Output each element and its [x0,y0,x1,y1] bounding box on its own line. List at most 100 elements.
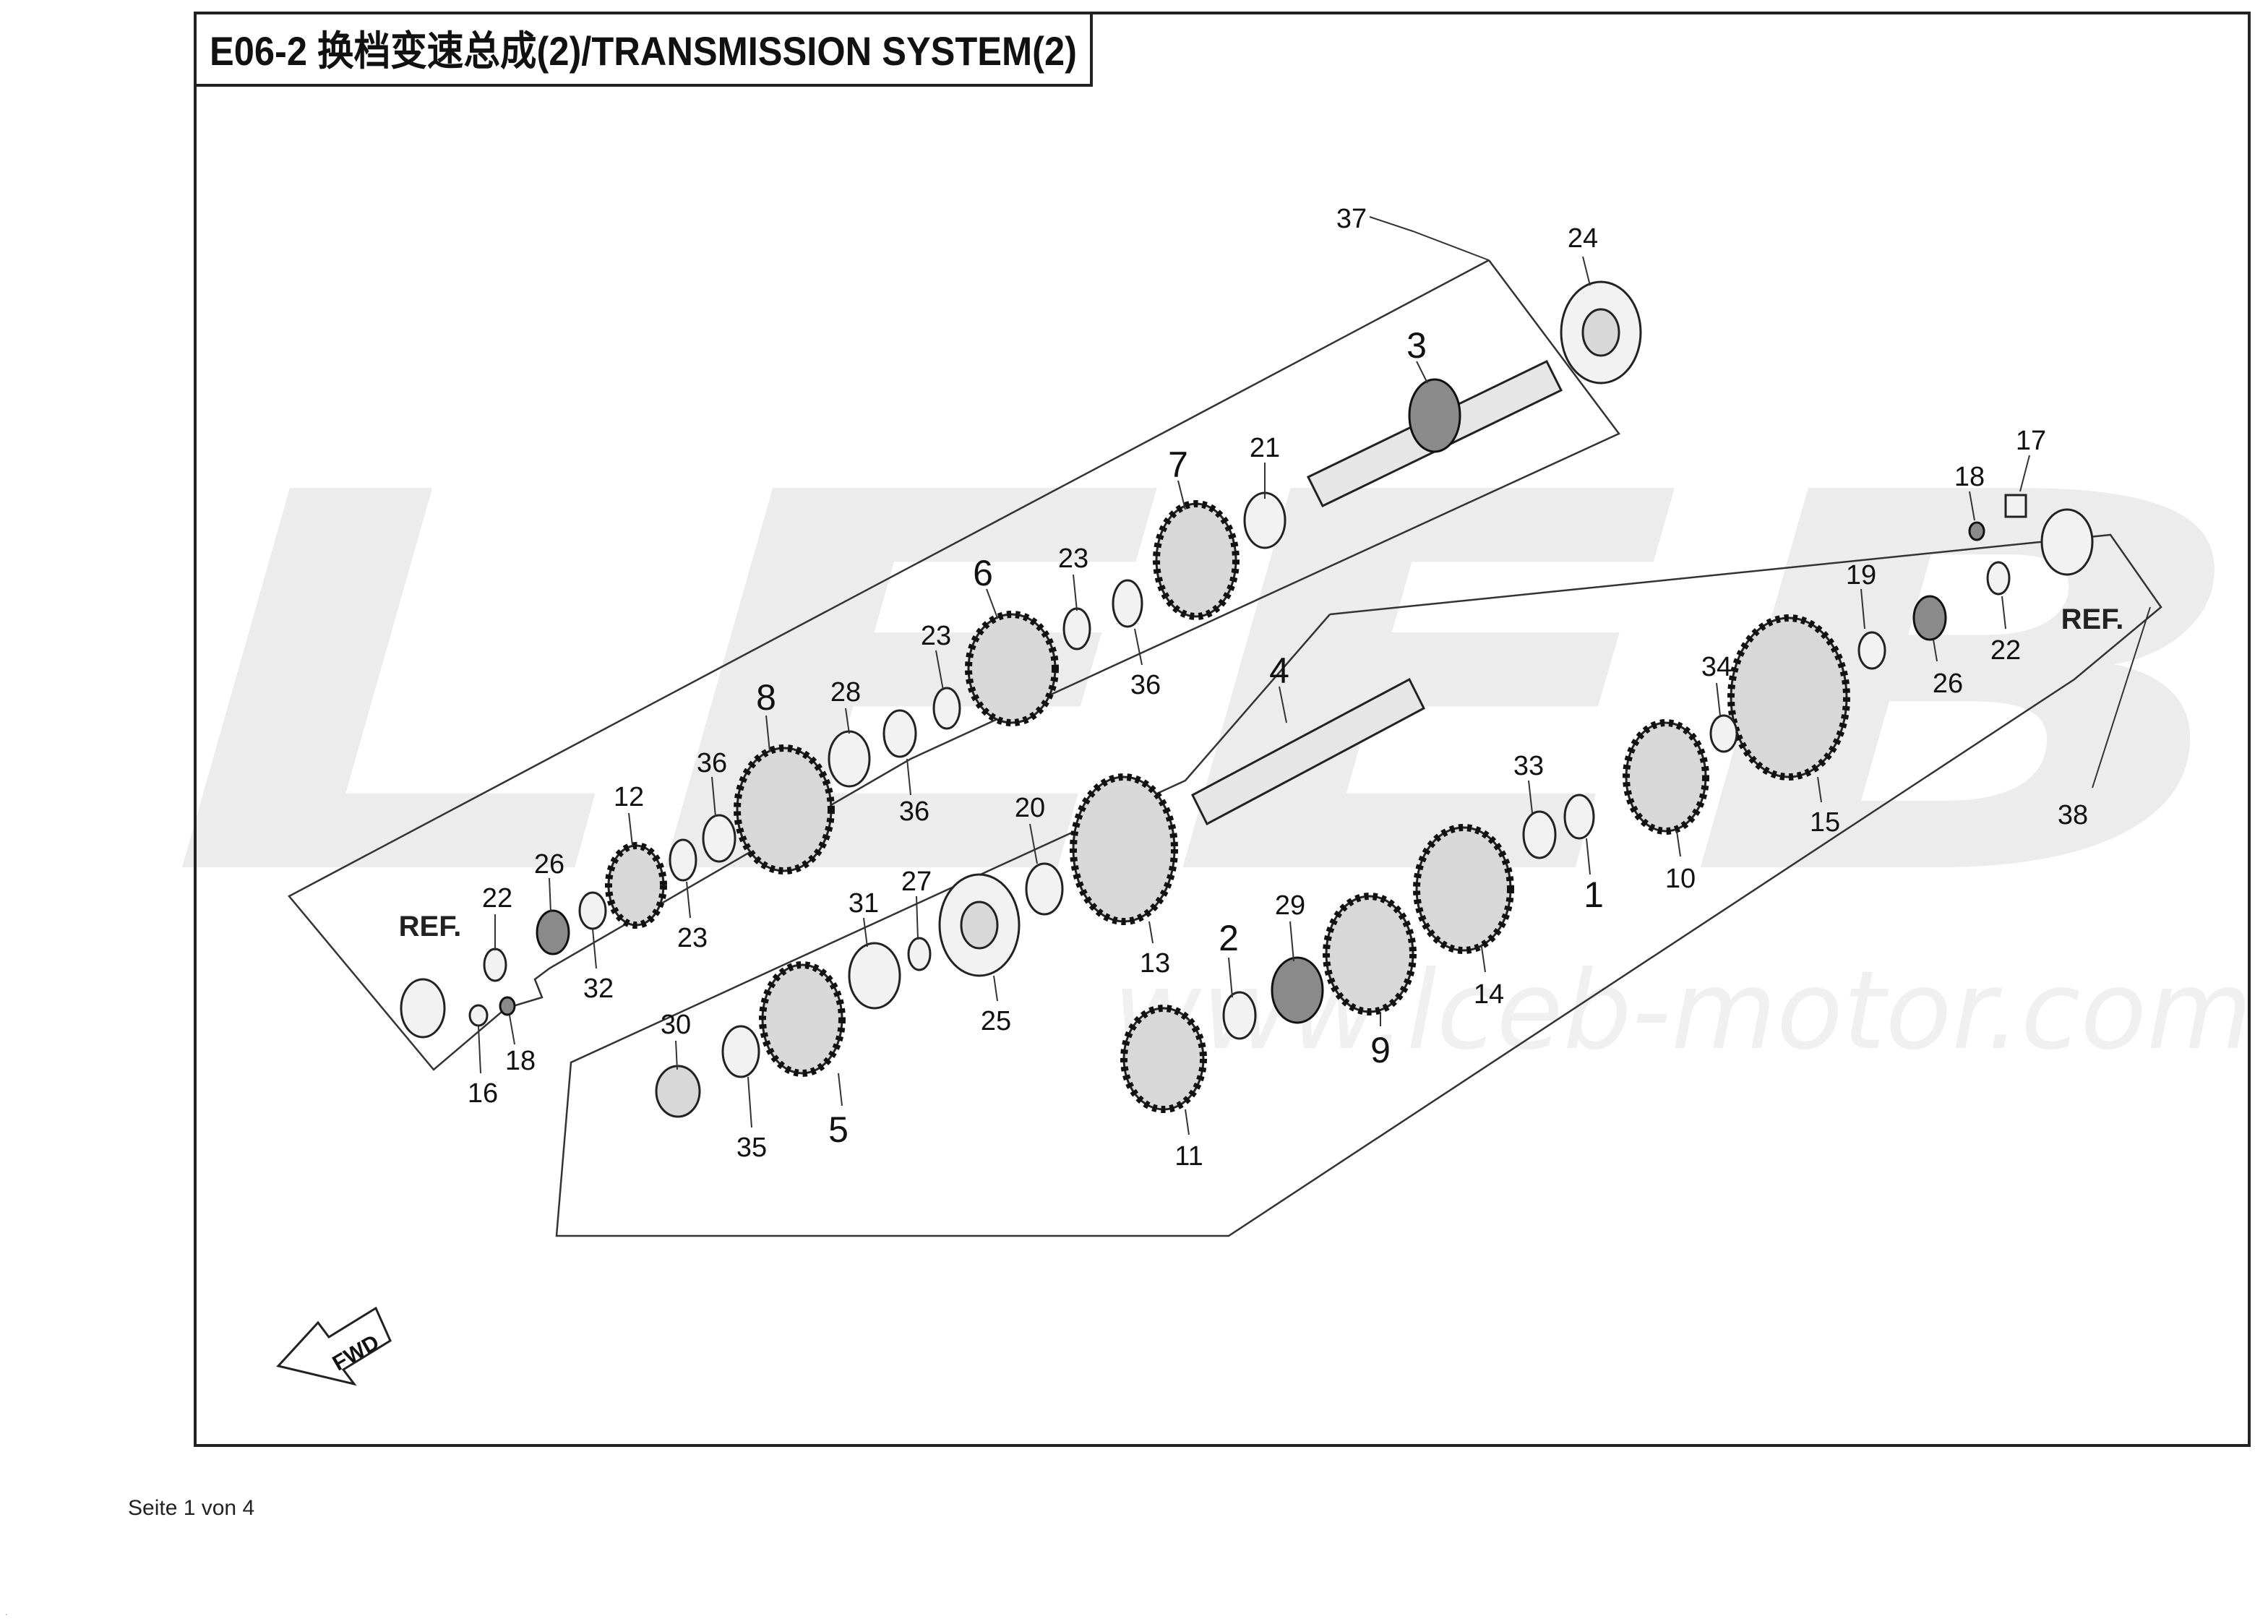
callout-32: 32 [583,974,614,1004]
leader-lines [478,216,2151,1135]
callout-20: 20 [1015,793,1045,823]
needle-bearing-26-b [1912,595,1947,641]
callout-38: 38 [2058,800,2088,830]
leader-20 [1029,823,1038,864]
callout-23-c: 23 [677,923,708,953]
collar-31 [848,942,901,1010]
gear-13-teeth [1070,773,1178,925]
callout-10: 10 [1665,864,1696,894]
washer-16 [468,1004,489,1027]
leader-26a [549,877,551,913]
callout-22-a: 22 [482,883,512,914]
leader-8 [765,715,770,752]
callout-30: 30 [661,1010,691,1040]
leader-24 [1582,256,1591,286]
leader-25 [993,975,998,1002]
washer-20 [1025,862,1064,916]
callout-22-b: 22 [1990,635,2021,666]
leader-38 [2092,606,2151,789]
washer-36-c [702,814,736,863]
leader-26b [1933,639,1938,662]
leader-4 [1279,686,1287,723]
leader-35 [747,1076,752,1128]
plate-17 [2004,494,2027,518]
leader-37 [1369,216,1490,261]
callout-31: 31 [849,888,879,919]
callout-34: 34 [1701,652,1732,682]
callout-28: 28 [830,677,861,708]
callout-36-c: 36 [697,748,727,778]
callout-11: 11 [1174,1141,1203,1172]
callout-35: 35 [736,1133,767,1163]
leader-30 [675,1040,678,1070]
callout-12: 12 [614,782,644,812]
leader-15 [1817,776,1822,803]
callout-7: 7 [1168,444,1188,485]
callout-33: 33 [1513,751,1544,781]
leader-2 [1228,957,1233,998]
circlip-23-c [669,838,697,882]
gear-11-teeth [1120,1005,1207,1113]
callout-6: 6 [973,553,993,593]
callout-4: 4 [1269,650,1289,691]
callout-2: 2 [1219,918,1239,958]
bearing-25-inner [960,901,999,950]
title-box [194,12,1093,87]
circlip-27 [907,937,932,971]
title-block: E06-2 换档变速总成(2)/TRANSMISSION SYSTEM(2) [194,12,1093,87]
countershaft [1191,677,1425,826]
callout-18-a: 18 [505,1046,536,1076]
circlip-22-a [483,948,507,982]
bushing-21 [1243,491,1287,549]
leader-36c [711,776,716,817]
washer-35 [721,1025,760,1078]
gear-9-teeth [1323,893,1417,1015]
callout-37: 37 [1336,204,1367,234]
gear-3 [1408,378,1461,453]
bolt-18-a [499,996,516,1016]
callout-18-b: 18 [1954,462,1985,492]
main-shaft-parts [400,280,1642,1039]
leader-23b [935,650,944,691]
leader-11 [1185,1109,1190,1135]
leader-22b [2001,596,2006,630]
leader-10 [1676,830,1681,857]
leader-23a [1073,574,1078,611]
washer-19 [1857,631,1886,670]
leader-33 [1528,780,1533,814]
callout-15: 15 [1810,807,1840,838]
callout-23-a: 23 [1058,544,1088,574]
leader-3 [1416,361,1428,384]
leader-1 [1586,838,1591,875]
countershaft-parts [655,494,2094,1118]
leader-19 [1860,588,1865,630]
callout-labels: 37 24 3 21 7 23 6 23 36 8 28 36 36 12 26… [468,204,2088,1172]
callout-19: 19 [1846,560,1876,590]
ref-label-left: REF. [399,911,462,942]
leader-13 [1148,921,1154,944]
callout-26-a: 26 [534,849,564,880]
bushing-29 [1271,956,1324,1024]
callout-27: 27 [901,867,932,897]
seal-ref-left [400,978,446,1039]
leader-28 [845,708,850,734]
callout-29: 29 [1275,890,1305,921]
needle-bearing-26-a [536,909,570,955]
fwd-arrow-icon [276,1306,392,1386]
callout-23-b: 23 [921,621,951,651]
sprocket-5-teeth [759,961,846,1077]
callout-21: 21 [1250,433,1280,463]
circlip-23-a [1062,607,1091,650]
washer-34 [1709,714,1738,753]
washer-2 [1222,991,1257,1040]
ref-label-right: REF. [2061,603,2124,635]
main-shaft-assembly-outline [288,259,1620,1071]
callout-24: 24 [1568,223,1598,254]
leader-12 [628,812,633,846]
leader-7 [1177,480,1186,510]
leader-29 [1289,921,1294,962]
callout-8: 8 [756,677,776,718]
gear-14-teeth [1413,824,1514,954]
page-title: E06-2 换档变速总成(2)/TRANSMISSION SYSTEM(2) [210,28,1077,74]
leader-6 [986,588,998,619]
